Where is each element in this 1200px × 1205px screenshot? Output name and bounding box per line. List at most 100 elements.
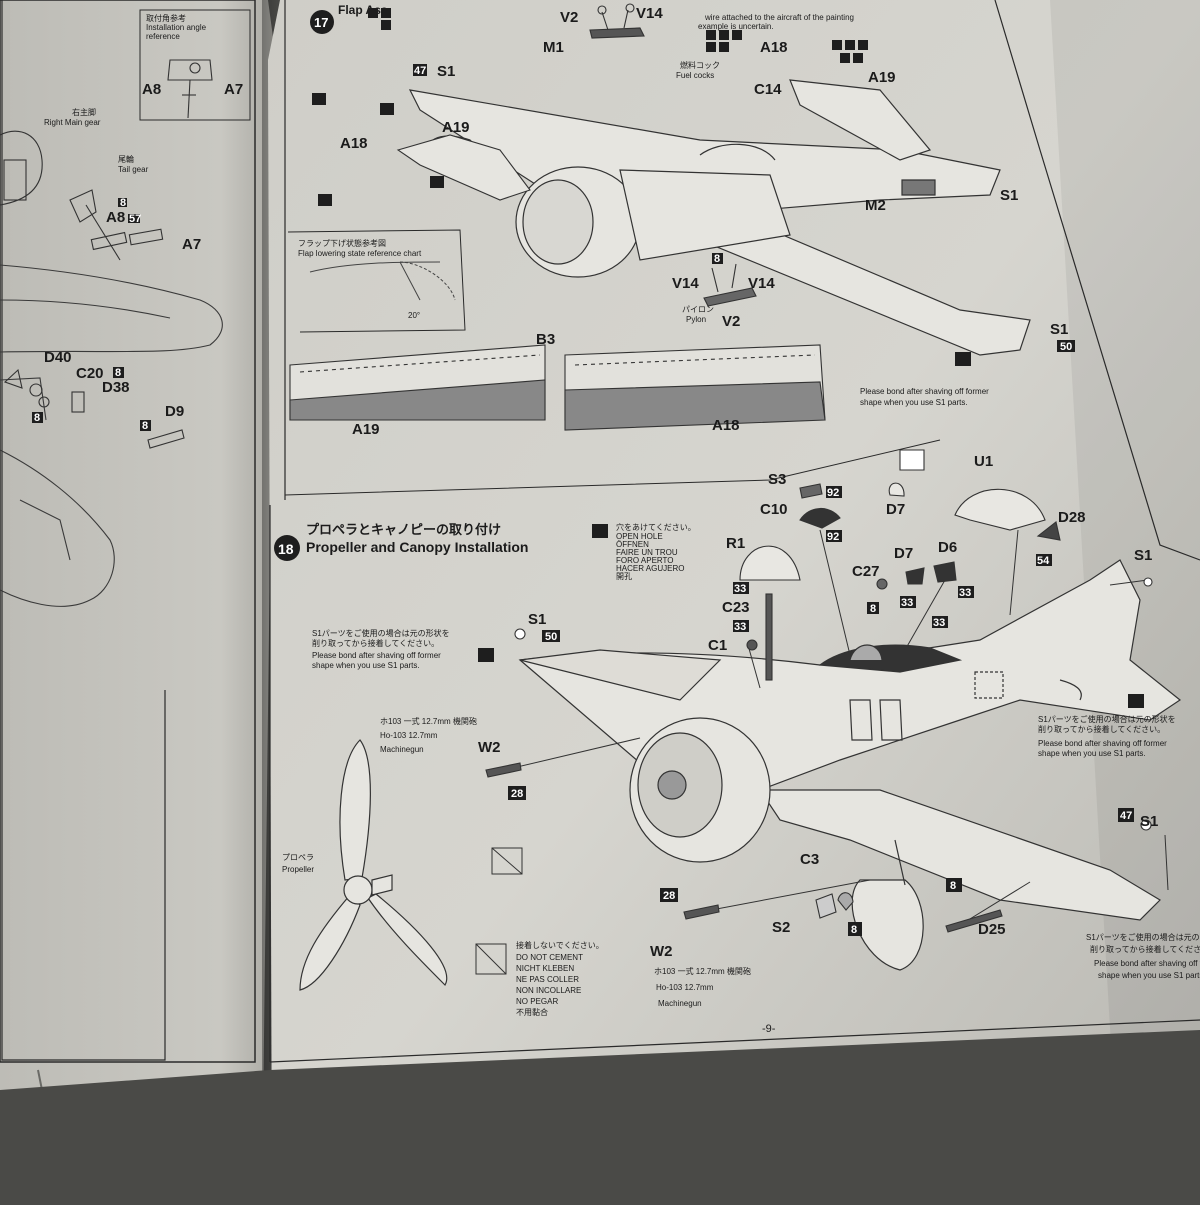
label-a7: A7 — [182, 236, 201, 253]
right-note-jp-2: 削り取ってから接着してください。 — [1038, 724, 1165, 734]
label-c23: C23 — [722, 599, 750, 616]
label-c20: C20 — [76, 365, 104, 382]
badge-8-d — [140, 420, 151, 431]
right-note-en-1: Please bond after shaving off former — [1038, 739, 1167, 748]
label-c14: C14 — [754, 81, 782, 98]
label-a8-top: A8 — [142, 81, 161, 98]
step18-title-jp: プロペラとキャノピーの取り付け — [306, 522, 501, 537]
badge-8-b — [113, 367, 124, 378]
label-d40: D40 — [44, 349, 72, 366]
propeller-jp: プロペラ — [282, 853, 314, 862]
badge-28-b — [660, 888, 678, 902]
paint-badges-right — [706, 30, 868, 63]
label-v2: V2 — [722, 313, 740, 330]
label-d7: D7 — [894, 545, 913, 562]
label-v2-top: V2 — [560, 9, 578, 26]
fuel-cock-en: Fuel cocks — [676, 71, 714, 80]
label-c3: C3 — [800, 851, 819, 868]
svg-text:ÖFFNEN: ÖFFNEN — [616, 540, 649, 549]
flap-a18-left-drawing — [396, 134, 531, 201]
step17-number: 17 — [314, 15, 328, 30]
label-v14-b: V14 — [748, 275, 775, 292]
install-angle-en-1: Installation angle — [146, 23, 207, 32]
badge-50-b — [542, 630, 560, 642]
label-d6: D6 — [938, 539, 957, 556]
s1-note-en-1: Please bond after shaving off former — [312, 651, 441, 660]
step18-leader-lines — [495, 529, 1169, 931]
label-s1-left: S1 — [528, 611, 546, 628]
propeller-en: Propeller — [282, 865, 314, 874]
step18-airplane-drawing — [518, 559, 1182, 971]
svg-text:開孔: 開孔 — [616, 572, 632, 581]
label-m1: M1 — [543, 39, 564, 56]
left-page: 取付角参考 Installation angle reference A8 A7… — [0, 0, 276, 1200]
badge-8-f — [946, 878, 962, 892]
svg-text:33: 33 — [959, 587, 971, 599]
badge-50-a-text: 50 — [1060, 341, 1072, 353]
step17-title-fragment: Flap Ass — [338, 3, 388, 17]
label-b3: B3 — [536, 331, 555, 348]
label-u1: U1 — [974, 453, 993, 470]
svg-text:NICHT KLEBEN: NICHT KLEBEN — [516, 964, 574, 973]
svg-text:FAIRE UN TROU: FAIRE UN TROU — [616, 548, 678, 557]
install-angle-en-2: reference — [146, 32, 180, 41]
badge-50-b-text: 50 — [545, 631, 557, 643]
badge-28-a-text: 28 — [511, 788, 523, 800]
badge-8-c-text: 8 — [34, 412, 40, 424]
shave-icon-d — [430, 176, 444, 188]
badge-8-e — [848, 922, 862, 936]
step17-frame-bottom — [284, 439, 941, 496]
no-cement-lines: DO NOT CEMENT NICHT KLEBEN NE PAS COLLER… — [516, 953, 583, 1017]
desk-shadow — [0, 1030, 1200, 1200]
no-cement-icon — [491, 847, 523, 875]
badge-8-c — [32, 412, 43, 423]
svg-text:NO PEGAR: NO PEGAR — [516, 997, 558, 1006]
s1-note-jp-2: 削り取ってから接着してください。 — [312, 638, 439, 648]
step18-small-parts — [485, 577, 1153, 933]
fuel-cock-jp: 燃料コック — [680, 60, 720, 70]
label-s3: S3 — [768, 471, 786, 488]
step18-badges: 92 92 33 33 33 33 33 8 54 — [733, 486, 1052, 633]
label-c10: C10 — [760, 501, 788, 518]
label-d7-top: D7 — [886, 501, 905, 518]
label-v14-top: V14 — [636, 5, 663, 22]
right-note-en-2: shape when you use S1 parts. — [1038, 749, 1146, 758]
tail-gear-jp: 尾輪 — [118, 154, 134, 164]
badge-47-text: 47 — [414, 65, 426, 77]
badge-8-pylon — [712, 253, 723, 264]
right-page: 17 Flap Ass wire attached to the aircraf… — [268, 0, 1200, 1200]
badge-57-text: 57 — [129, 213, 141, 225]
no-cement-icon-2 — [475, 943, 507, 975]
flap-chart-frame — [287, 229, 466, 333]
paint-badge-2 — [381, 8, 391, 18]
machinegun-bottom-en-1: Ho-103 12.7mm — [656, 983, 714, 992]
s1-note-en-2: shape when you use S1 parts. — [312, 661, 420, 670]
svg-text:92: 92 — [827, 487, 839, 499]
label-s1-wing: S1 — [1140, 813, 1158, 830]
bottom-right-note-jp-1: S1パーツをご使用の場合は元の形状を — [1086, 932, 1200, 942]
left-fuselage-drawing — [0, 264, 223, 607]
label-a7-top: A7 — [224, 81, 243, 98]
propeller-drawing — [299, 739, 448, 991]
badge-47 — [413, 64, 427, 76]
label-w2-top: W2 — [478, 739, 501, 756]
label-s1-tail: S1 — [1134, 547, 1152, 564]
svg-text:DO NOT CEMENT: DO NOT CEMENT — [516, 953, 583, 962]
label-s2: S2 — [772, 919, 790, 936]
right-main-gear-jp: 右主脚 — [72, 107, 96, 117]
install-angle-box — [139, 9, 251, 121]
machinegun-top-en-2: Machinegun — [380, 745, 424, 754]
page-number: -9- — [762, 1023, 776, 1035]
shave-icon-f — [478, 648, 494, 662]
badge-28-b-text: 28 — [663, 890, 675, 902]
paint-badge-3 — [381, 20, 391, 30]
right-note-jp-1: S1パーツをご使用の場合は元の形状を — [1038, 714, 1176, 724]
label-d38: D38 — [102, 379, 130, 396]
badge-8-e-text: 8 — [851, 924, 857, 936]
svg-text:FORO APERTO: FORO APERTO — [616, 556, 674, 565]
canopy-parts-drawing — [739, 449, 1061, 590]
bottom-right-note-en-1: Please bond after shaving off former — [1094, 959, 1200, 968]
s1-note-jp-1: S1パーツをご使用の場合は元の形状を — [312, 628, 450, 638]
flap-a19-drawing — [289, 344, 546, 421]
label-d9: D9 — [165, 403, 184, 420]
